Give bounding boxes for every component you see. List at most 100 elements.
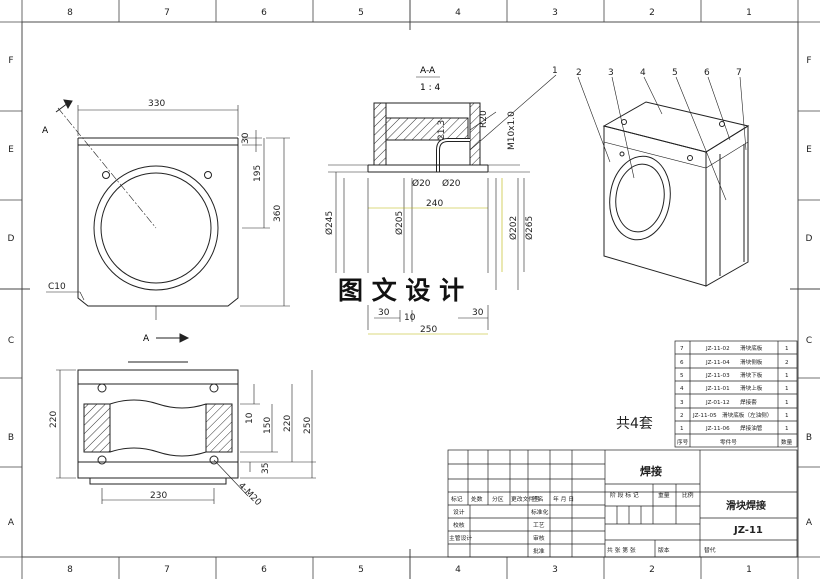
svg-text:滑块侧板: 滑块侧板 [740, 358, 763, 366]
zone-col-label: 7 [164, 565, 170, 575]
svg-text:JZ-11-05: JZ-11-05 [692, 413, 717, 419]
rev-header: 更改文件号 [511, 495, 540, 503]
dim-top-w150: 150 [263, 417, 273, 434]
svg-text:焊接油管: 焊接油管 [740, 424, 763, 432]
version-label: 版本 [658, 546, 670, 554]
zone-row-label: E [8, 145, 14, 155]
svg-text:1: 1 [785, 373, 789, 379]
rev-header: 处数 [471, 495, 483, 503]
dim-front-chamfer: C10 [48, 282, 66, 292]
dim-section-d205: Ø205 [394, 211, 405, 235]
section-view [328, 102, 530, 173]
isometric-leaders [469, 74, 747, 201]
sign-label: 审核 [533, 534, 545, 542]
zone-row-label: C [806, 336, 812, 346]
dim-top-w35: 35 [261, 463, 271, 474]
bom-table [674, 340, 798, 448]
bom-row: 5 JZ-11-03 滑块下板 1 [680, 371, 789, 379]
zone-row-label: A [8, 518, 15, 528]
balloon-1: 1 [552, 66, 558, 76]
svg-text:1: 1 [785, 386, 789, 392]
dim-section-d245: Ø245 [324, 211, 335, 235]
top-dimensions [56, 369, 316, 504]
dim-top-w10: 10 [245, 412, 255, 424]
svg-text:6: 6 [680, 360, 684, 366]
rev-header: 签名 [532, 495, 544, 503]
svg-text:2: 2 [680, 413, 684, 419]
bom-row: 1 JZ-11-06 焊接油管 1 [680, 424, 789, 432]
dim-top-left-height: 220 [49, 411, 59, 428]
dim-section-21-3: 21.3 [437, 120, 447, 140]
replace-label: 替代 [704, 546, 716, 554]
zone-row-label: F [8, 56, 13, 66]
bom-header-no: 序号 [677, 438, 689, 446]
section-scale: 1 : 4 [420, 83, 440, 93]
title-drawing-no: JZ-11 [733, 525, 763, 536]
top-view [77, 361, 239, 485]
rev-header: 年 月 日 [553, 495, 574, 503]
svg-text:焊接套: 焊接套 [740, 398, 757, 406]
section-marker-top: A [42, 126, 49, 136]
watermark: 图 文 设 计 [338, 276, 464, 305]
dim-top-w220: 220 [283, 415, 293, 432]
sign-label: 标准化 [531, 508, 549, 516]
sheets-label: 共 张 第 张 [607, 546, 636, 554]
rev-header: 标记 [451, 495, 463, 503]
ratio-label: 比例 [682, 491, 694, 499]
zone-col-label: 7 [164, 8, 170, 18]
zone-col-label: 6 [261, 565, 267, 575]
dim-section-w10: 10 [404, 313, 416, 323]
zone-col-label: 2 [649, 8, 655, 18]
section-marker-bottom: A [143, 334, 150, 344]
dim-section-w30b: 30 [472, 308, 484, 318]
zone-col-label: 5 [358, 565, 364, 575]
balloon-4: 4 [640, 68, 646, 78]
watermark-backdrop [334, 273, 490, 305]
svg-text:5: 5 [680, 373, 684, 379]
bom-header-code: 零件号 [720, 438, 737, 446]
bom-row: 6 JZ-11-04 滑块侧板 2 [680, 358, 789, 366]
weight-label: 重量 [658, 491, 670, 499]
svg-text:滑块底板（左油侧）: 滑块底板（左油侧） [722, 411, 772, 419]
svg-text:1: 1 [785, 346, 789, 352]
svg-text:JZ-11-01: JZ-11-01 [705, 386, 730, 392]
dim-section-w240: 240 [426, 199, 443, 209]
zone-row-label: E [806, 145, 812, 155]
zone-col-label: 4 [455, 8, 461, 18]
front-dimensions [46, 105, 290, 307]
rev-header: 分区 [492, 495, 504, 503]
balloon-2: 2 [576, 68, 582, 78]
dim-section-w250: 250 [420, 325, 437, 335]
role-label: 校核 [453, 521, 465, 529]
dim-section-r20: R20 [479, 110, 489, 128]
quantity-note: 共4套 [616, 416, 653, 432]
svg-text:1: 1 [785, 426, 789, 432]
zone-labels: 8 7 6 5 4 3 2 1 8 7 6 5 4 3 2 1 F E D C … [8, 8, 813, 575]
dim-top-w230: 230 [150, 491, 167, 501]
dim-front-center: 195 [253, 165, 263, 182]
front-view [55, 99, 239, 343]
role-label: 主管设计 [449, 534, 472, 542]
zone-col-label: 8 [67, 8, 73, 18]
dim-section-d20a: Ø20 [412, 178, 431, 189]
svg-text:JZ-11-04: JZ-11-04 [705, 360, 730, 366]
zone-col-label: 3 [552, 565, 558, 575]
balloon-7: 7 [736, 68, 742, 78]
balloon-6: 6 [704, 68, 710, 78]
zone-col-label: 1 [746, 8, 752, 18]
dim-section-thread: M10x1.0 [507, 111, 517, 150]
title-process: 焊接 [640, 464, 662, 478]
title-part-name: 滑块焊接 [726, 499, 766, 512]
bom-header-qty: 数量 [781, 438, 793, 446]
sign-label: 工艺 [533, 521, 545, 529]
balloon-3: 3 [608, 68, 614, 78]
svg-text:滑块下板: 滑块下板 [740, 371, 763, 379]
section-title: A-A [420, 66, 436, 76]
zone-row-label: C [8, 336, 14, 346]
zone-row-label: F [806, 56, 811, 66]
svg-text:3: 3 [680, 400, 684, 406]
dim-front-height: 360 [273, 205, 283, 222]
svg-text:滑块底板: 滑块底板 [740, 344, 763, 352]
bom-row: 2 JZ-11-05 滑块底板（左油侧） 1 [680, 411, 789, 419]
